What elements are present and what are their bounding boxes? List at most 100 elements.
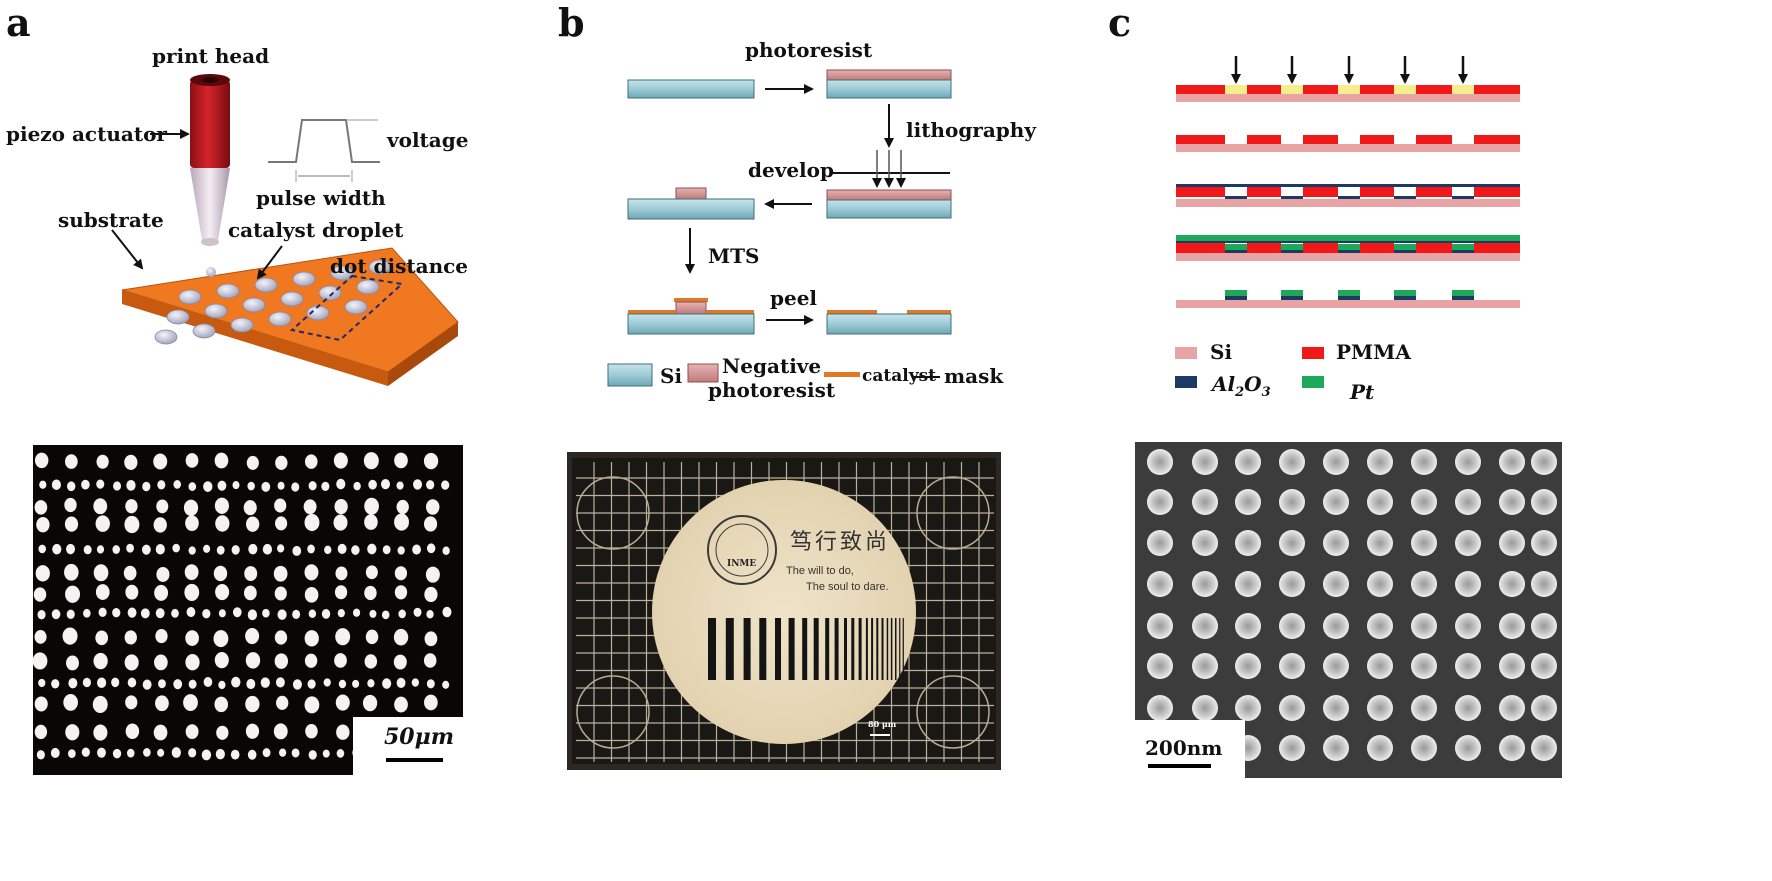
printed-dot xyxy=(93,498,108,515)
legend-c-pmma-swatch xyxy=(1302,347,1324,359)
printed-dot xyxy=(95,515,110,532)
printed-dot xyxy=(82,677,91,688)
sem-pt-dot xyxy=(1192,613,1218,639)
printed-dot xyxy=(247,609,258,621)
panel-b-schematic xyxy=(607,69,952,387)
printed-dot xyxy=(369,609,377,618)
printed-dot xyxy=(351,545,360,555)
printed-dot xyxy=(291,748,300,758)
printed-dot xyxy=(95,584,110,600)
catalyst-droplet xyxy=(242,297,266,313)
printed-dot xyxy=(260,677,270,688)
printed-dot xyxy=(154,654,168,671)
barcode-bar xyxy=(708,618,716,680)
catalyst-droplet xyxy=(368,259,392,275)
sem-pt-dot xyxy=(1367,530,1393,556)
sem-pt-dot xyxy=(1499,613,1525,639)
printed-dot xyxy=(141,544,151,555)
printed-dot xyxy=(304,630,319,647)
panel-c-schematic xyxy=(1176,56,1520,308)
printed-dot xyxy=(424,694,438,711)
sem-pt-dot xyxy=(1499,449,1525,475)
printed-dot xyxy=(203,677,213,688)
printed-dot xyxy=(215,515,230,532)
central-disk xyxy=(652,480,916,744)
sem-pt-dot xyxy=(1367,449,1393,475)
substrate-arrow xyxy=(111,229,144,270)
legend-c-pmma-label: PMMA xyxy=(1336,340,1411,364)
printed-dot xyxy=(245,652,261,669)
printed-dot xyxy=(334,498,348,515)
c-row1-exposed xyxy=(1394,85,1416,94)
c-row5-pt xyxy=(1281,290,1303,296)
photo-logo-text: INME xyxy=(727,559,757,569)
printed-dot xyxy=(393,628,409,646)
printed-dot xyxy=(382,545,391,555)
printed-dot xyxy=(243,585,257,601)
printed-dot xyxy=(425,566,440,583)
c-row4-al2o3-gap xyxy=(1281,250,1303,253)
printed-dot xyxy=(188,748,197,758)
c-row3-si xyxy=(1176,199,1520,207)
printed-dot xyxy=(278,748,287,757)
printed-dot xyxy=(413,479,423,490)
c-row2-pmma xyxy=(1176,135,1225,144)
sem-pt-dot xyxy=(1147,530,1173,556)
printed-dot xyxy=(304,653,318,668)
c-row1-exposed xyxy=(1225,85,1247,94)
sem-pt-dot xyxy=(1235,653,1261,679)
sem-pt-dot xyxy=(1279,571,1305,597)
printed-dot xyxy=(396,481,404,490)
sem-pt-dot xyxy=(1367,653,1393,679)
sem-pt-dot xyxy=(1235,530,1261,556)
photoresist-layer-step2 xyxy=(826,69,952,81)
c-row4-pmma xyxy=(1303,243,1338,253)
barcode-bar xyxy=(851,618,855,680)
printed-dot xyxy=(34,629,47,644)
printed-dot xyxy=(153,724,168,741)
label-develop: develop xyxy=(748,158,834,182)
printed-dot xyxy=(335,628,351,646)
printed-dot xyxy=(441,480,450,490)
printed-dot xyxy=(334,585,348,600)
c-row4-pmma xyxy=(1474,243,1520,253)
sem-pt-dot xyxy=(1192,530,1218,556)
label-voltage: voltage xyxy=(387,128,469,152)
printed-dot xyxy=(246,678,256,690)
scalebar-c-bg xyxy=(1135,720,1245,778)
printed-dot xyxy=(68,678,78,689)
c-row4-al2o3 xyxy=(1176,240,1520,243)
sem-pt-dot xyxy=(1411,449,1437,475)
pt-dot-array xyxy=(1147,449,1557,761)
barcode-pattern xyxy=(708,618,904,680)
printed-dot xyxy=(83,545,92,555)
printed-dot xyxy=(50,747,60,759)
legend-si-swatch xyxy=(607,363,653,387)
sem-pt-dot xyxy=(1147,653,1173,679)
sem-pt-dot xyxy=(1367,613,1393,639)
legend-negative-label: Negative xyxy=(722,354,822,378)
catalyst-droplet xyxy=(268,311,292,327)
c-row3-al2o3-gap xyxy=(1281,196,1303,199)
printed-dot xyxy=(365,565,378,580)
sem-pt-dot xyxy=(1147,695,1173,721)
c-row3-al2o3-gap xyxy=(1338,196,1360,199)
printed-dot xyxy=(335,694,350,711)
printed-dot xyxy=(213,630,229,648)
printed-dot xyxy=(92,695,108,714)
printed-dot xyxy=(202,608,211,619)
sem-pt-dot xyxy=(1323,489,1349,515)
printed-dot xyxy=(274,653,289,669)
catalyst-droplets xyxy=(154,259,392,345)
catalyst-droplet xyxy=(292,271,316,287)
printed-dot xyxy=(215,583,230,601)
printed-dot xyxy=(363,452,379,470)
printed-dot xyxy=(153,517,167,533)
wafer-step5 xyxy=(627,313,755,335)
sem-pt-dot xyxy=(1147,449,1173,475)
barcode-bar xyxy=(834,618,839,680)
printed-dot xyxy=(262,608,270,618)
barcode-bar xyxy=(886,618,889,680)
printed-dot xyxy=(364,514,378,530)
